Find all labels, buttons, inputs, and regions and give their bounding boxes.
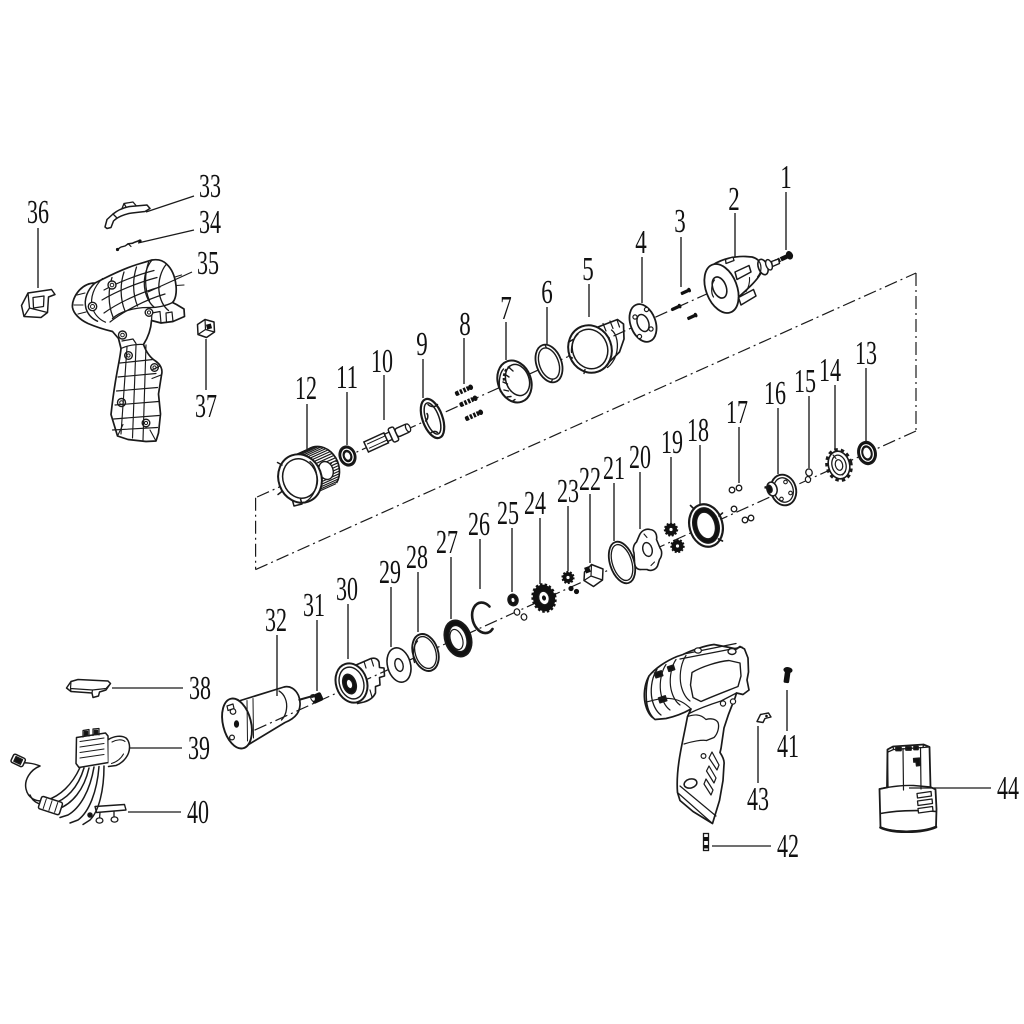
svg-text:22: 22 [579,461,601,498]
svg-text:4: 4 [635,224,647,261]
svg-text:43: 43 [747,781,769,818]
svg-text:35: 35 [197,245,219,282]
svg-text:11: 11 [336,359,358,396]
svg-text:19: 19 [661,424,683,461]
svg-text:14: 14 [819,352,841,389]
svg-text:42: 42 [777,828,799,865]
svg-text:31: 31 [303,587,325,624]
svg-text:21: 21 [603,450,625,487]
svg-text:10: 10 [371,343,393,380]
svg-text:5: 5 [582,251,594,288]
svg-text:34: 34 [199,204,221,241]
svg-text:12: 12 [295,370,317,407]
svg-text:7: 7 [500,290,512,327]
svg-text:15: 15 [794,363,816,400]
svg-text:13: 13 [855,335,877,372]
svg-text:6: 6 [541,274,553,311]
svg-text:24: 24 [524,485,546,522]
svg-text:23: 23 [557,473,579,510]
svg-text:41: 41 [777,728,799,765]
svg-text:44: 44 [997,770,1019,807]
svg-text:20: 20 [629,439,651,476]
svg-text:1: 1 [780,159,792,196]
svg-text:8: 8 [459,306,471,343]
svg-text:3: 3 [674,203,686,240]
svg-text:36: 36 [27,194,49,231]
svg-text:39: 39 [188,730,210,767]
svg-text:2: 2 [728,181,740,218]
svg-text:32: 32 [265,602,287,639]
svg-text:27: 27 [436,524,458,561]
svg-text:25: 25 [497,495,519,532]
svg-text:38: 38 [189,670,211,707]
svg-text:40: 40 [187,794,209,831]
svg-text:37: 37 [195,388,217,425]
svg-text:28: 28 [406,539,428,576]
svg-text:9: 9 [416,326,428,363]
svg-text:26: 26 [468,506,490,543]
svg-text:30: 30 [336,571,358,608]
svg-text:33: 33 [199,168,221,205]
svg-text:16: 16 [764,375,786,412]
svg-text:18: 18 [687,412,709,449]
svg-text:29: 29 [379,554,401,591]
svg-text:17: 17 [726,394,748,431]
